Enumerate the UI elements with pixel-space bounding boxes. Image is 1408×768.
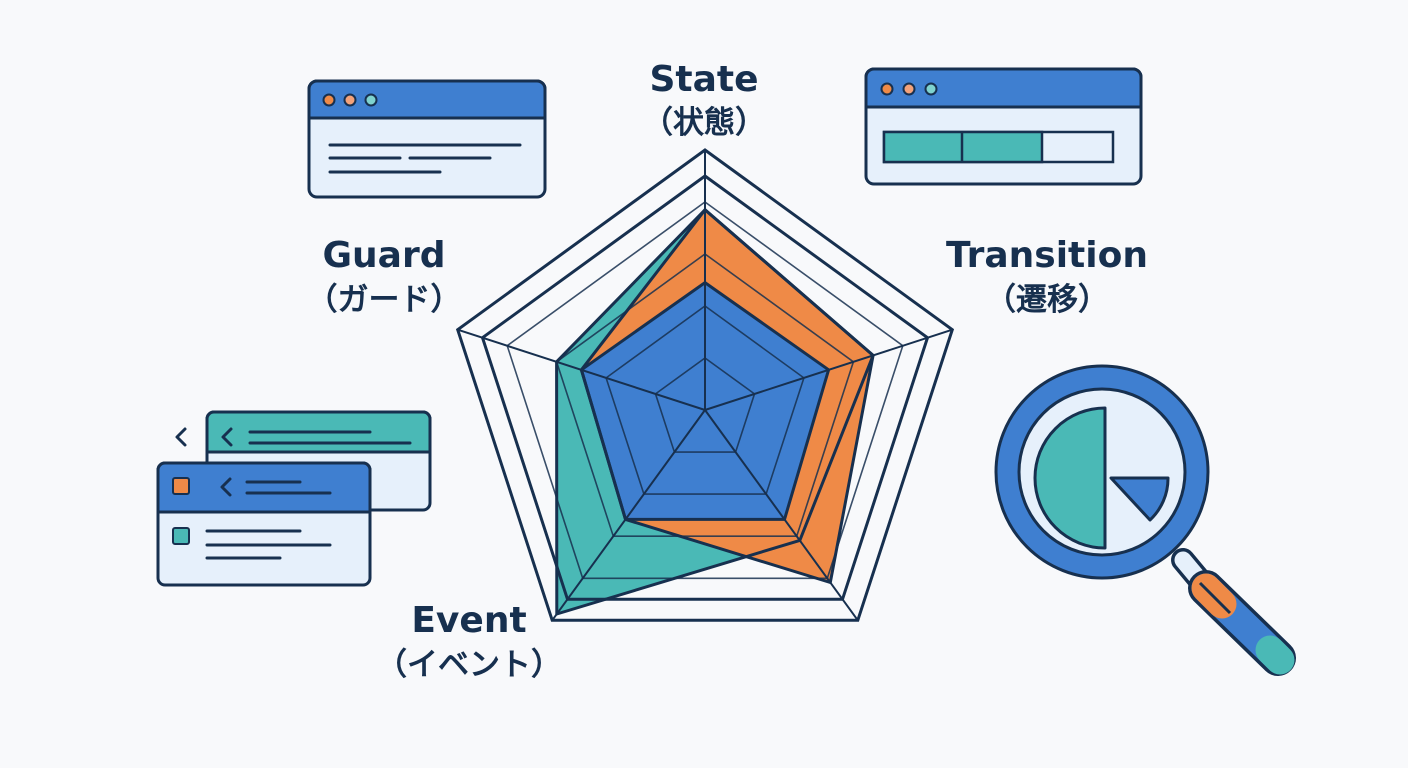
axis-label-state-ja: （状態） [642,105,766,141]
axis-label-event-ja: （イベント） [376,647,562,683]
axis-label-transition-en: Transition [946,235,1148,276]
progress-window-icon [864,67,1143,186]
layered-list-windows-icon [156,410,432,587]
radar-spoke-3 [551,409,706,621]
radar-ring-4 [506,201,904,580]
axis-label-event-en: Event [411,600,526,641]
radar-chart [455,148,955,622]
radar-spoke-2 [704,409,859,621]
radar-series-outline-2 [579,281,831,521]
axis-label-state-en: State [649,59,758,100]
axis-label-guard-ja: （ガード） [307,282,462,318]
axis-label-state: State （状態） [642,59,766,141]
axis-label-transition-ja: （遷移） [985,282,1109,318]
axis-label-guard: Guard （ガード） [307,235,462,318]
radar-ring-5 [455,148,955,622]
radar-ring-inner-frame [480,174,930,601]
radar-ring-2 [605,305,805,495]
radar-ring-3 [555,253,855,538]
magnifier-pie-icon [994,364,1296,676]
radar-ring-1 [654,357,756,453]
radar-series-outline-1 [579,208,875,584]
axis-label-transition: Transition （遷移） [946,235,1148,318]
axis-label-guard-en: Guard [323,235,446,276]
text-window-icon [307,79,547,199]
axis-label-event: Event （イベント） [376,600,562,683]
